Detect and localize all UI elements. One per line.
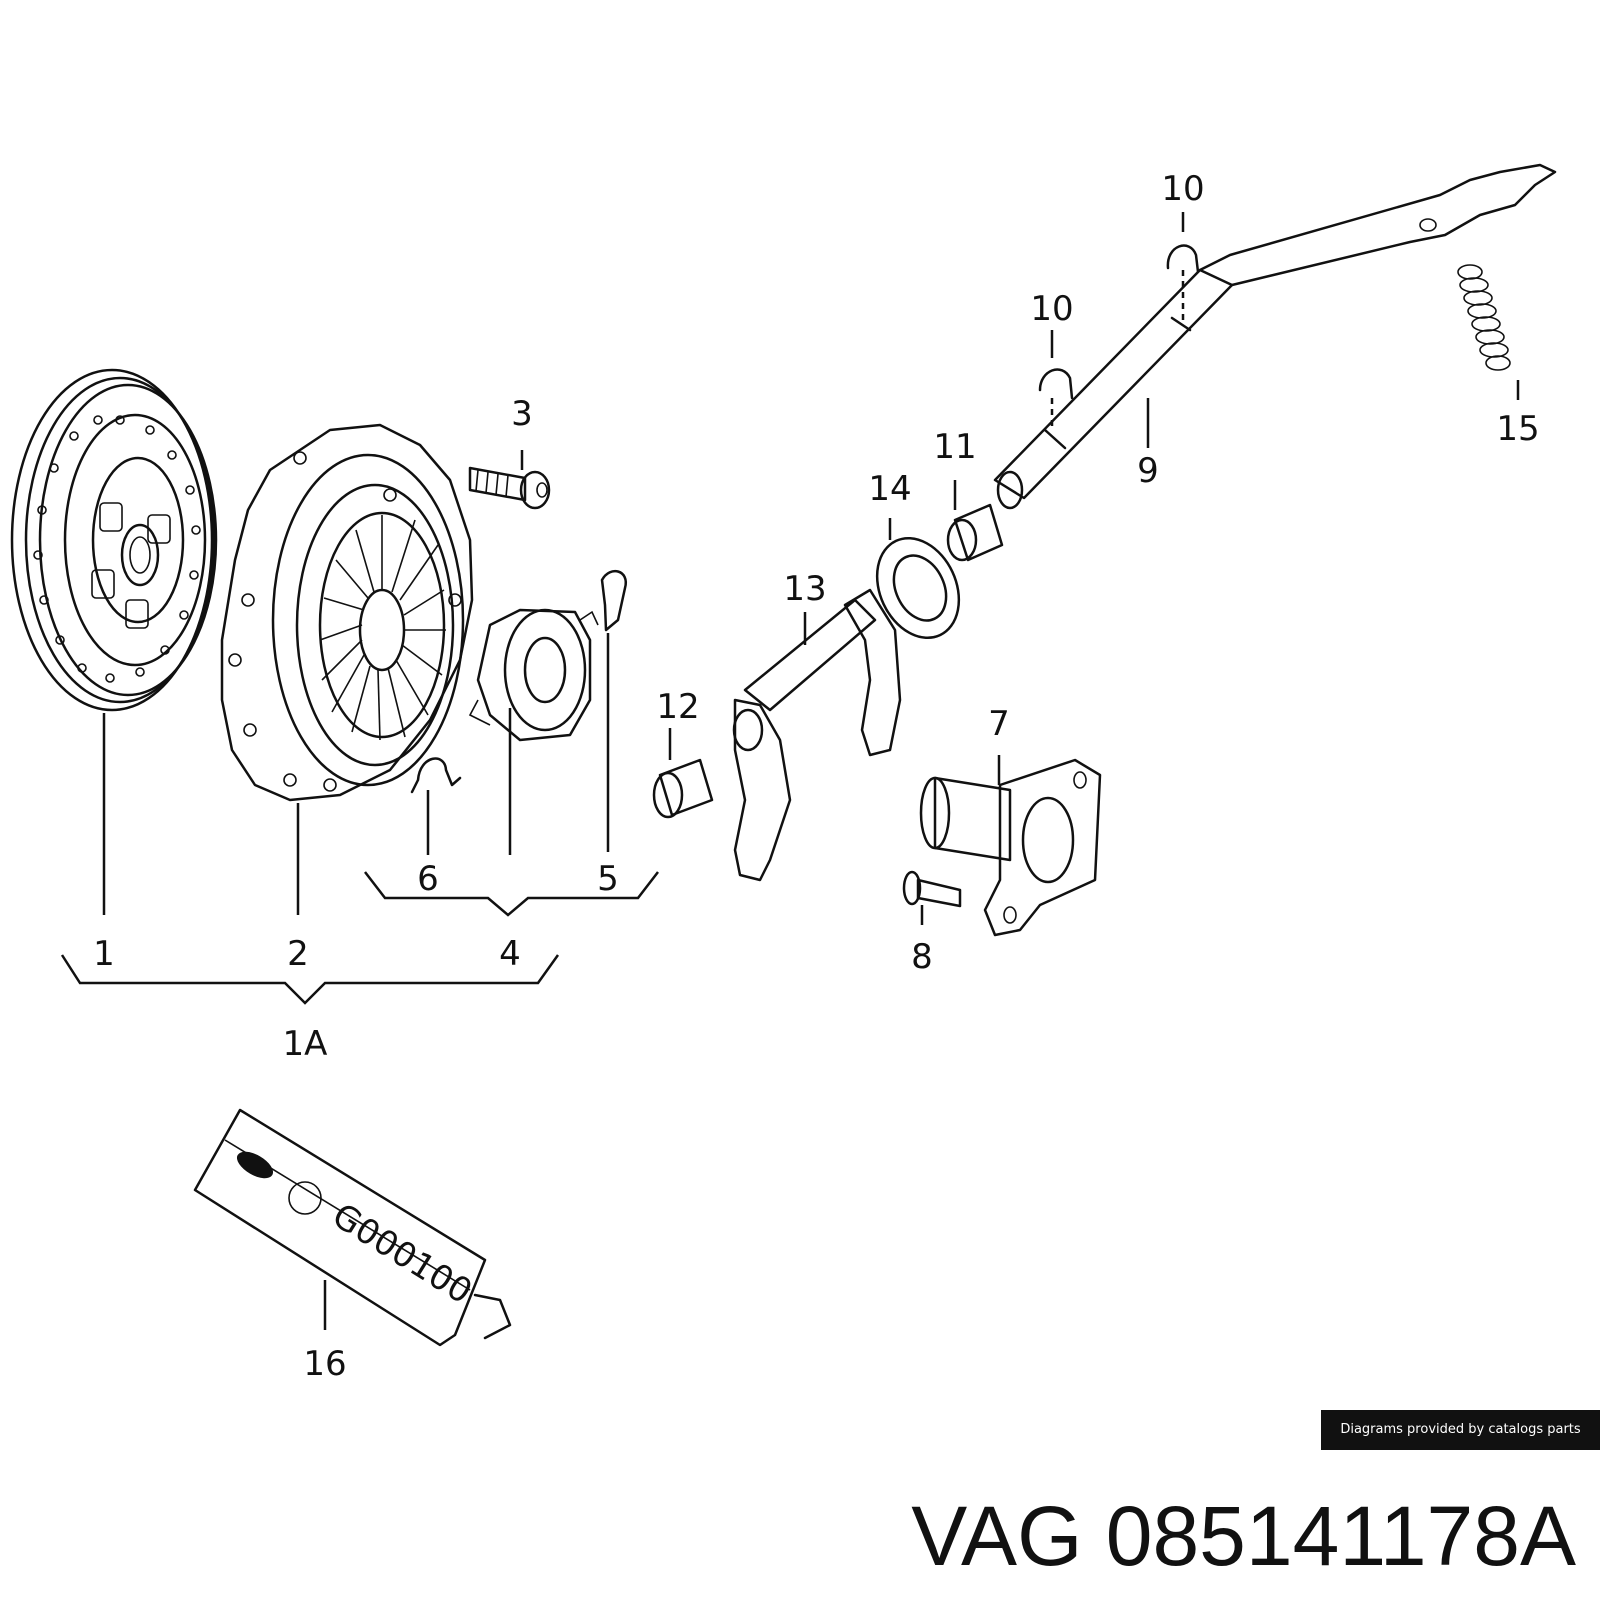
release-bearing [468, 608, 599, 742]
clutch-disc [10, 368, 218, 712]
grease-tube: G000100 [193, 1108, 512, 1347]
label-1A: 1A [283, 1024, 328, 1064]
vw-logo-icon [288, 1181, 322, 1215]
clip-part-5 [600, 569, 628, 632]
diagram-credit: Diagrams provided by catalogs parts [1321, 1410, 1600, 1450]
bushing-part-12 [652, 758, 714, 819]
spring [1457, 264, 1511, 371]
bolt [468, 466, 551, 510]
release-shaft [993, 163, 1557, 510]
part-number-title: VAG 085141178A [911, 1489, 1576, 1583]
label-10-upper: 10 [1161, 169, 1204, 209]
label-16: 16 [303, 1344, 346, 1384]
label-5: 5 [597, 859, 619, 899]
label-7: 7 [988, 704, 1010, 744]
label-9: 9 [1137, 451, 1159, 491]
screw [902, 870, 962, 908]
label-6: 6 [417, 859, 439, 899]
clip-part-10-lower [1038, 368, 1074, 400]
label-11: 11 [933, 427, 976, 467]
spring-clip-part-6 [410, 757, 462, 794]
bushing-part-11 [946, 503, 1004, 562]
label-3: 3 [511, 394, 533, 434]
callout-labels: 1 2 3 4 5 6 7 8 9 10 10 11 12 13 14 15 1… [93, 169, 1539, 1384]
leader-lines [60, 212, 1520, 1330]
label-4-bottom: 4 [499, 934, 521, 974]
label-2: 2 [287, 934, 309, 974]
release-fork [732, 588, 902, 882]
seal-ring [875, 536, 961, 640]
label-1: 1 [93, 934, 115, 974]
label-12: 12 [656, 687, 699, 727]
label-8: 8 [911, 937, 933, 977]
guide-sleeve [919, 758, 1102, 937]
label-10-lower: 10 [1030, 289, 1073, 329]
clip-part-10-upper [1166, 244, 1200, 274]
label-13: 13 [783, 569, 826, 609]
tube-label: G000100 [325, 1196, 479, 1313]
label-14: 14 [868, 469, 911, 509]
label-15: 15 [1496, 409, 1539, 449]
audi-logo-icon [236, 1151, 274, 1179]
pressure-plate [220, 423, 474, 802]
